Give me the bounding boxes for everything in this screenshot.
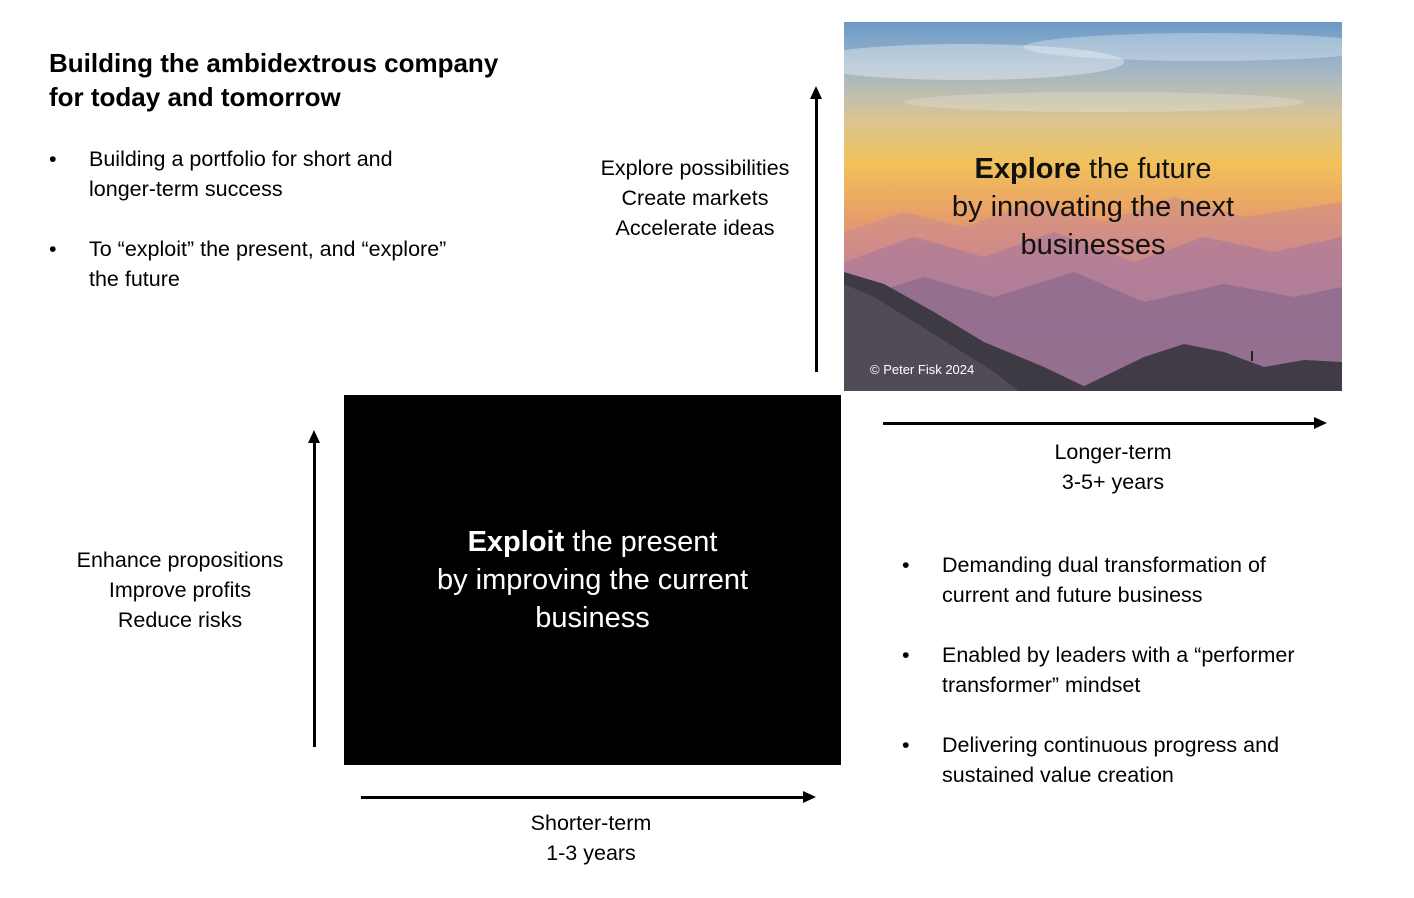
exploit-box-text: Exploit the present by improving the cur… bbox=[344, 523, 841, 637]
bullet-line: the future bbox=[89, 267, 180, 291]
copyright-notice: © Peter Fisk 2024 bbox=[870, 362, 975, 377]
title-line-1: Building the ambidextrous company bbox=[49, 48, 499, 78]
explore-box-text: Explore the future by innovating the nex… bbox=[844, 150, 1342, 264]
bullet-line: transformer” mindset bbox=[942, 673, 1141, 697]
summary-bullet-item: Enabled by leaders with a “performer tra… bbox=[902, 640, 1402, 700]
exploit-quadrant-box bbox=[344, 395, 841, 765]
explore-heading-line: Explore the future bbox=[844, 150, 1342, 188]
summary-bullet-item: Demanding dual transformation of current… bbox=[902, 550, 1402, 610]
exploit-action: Reduce risks bbox=[117, 608, 243, 632]
explore-action: Create markets bbox=[621, 186, 769, 210]
horizon-line: Longer-term bbox=[1054, 440, 1172, 464]
intro-bullet-item: Building a portfolio for short and longe… bbox=[49, 144, 549, 204]
explore-vertical-arrow bbox=[810, 86, 822, 372]
longer-term-arrow bbox=[883, 417, 1327, 429]
mountain-landscape-image bbox=[844, 33, 1342, 391]
explore-action: Accelerate ideas bbox=[615, 216, 775, 240]
explore-heading-rest: the future bbox=[1080, 153, 1212, 185]
explore-subline: by innovating the next bbox=[951, 191, 1235, 223]
exploit-bold-word: Exploit bbox=[467, 526, 565, 558]
explore-bold-word: Explore bbox=[974, 153, 1081, 185]
shorter-term-label: Shorter-term 1-3 years bbox=[471, 808, 711, 868]
longer-term-label: Longer-term 3-5+ years bbox=[993, 437, 1233, 497]
exploit-subline: by improving the current bbox=[436, 564, 749, 596]
explore-subline: businesses bbox=[1020, 229, 1166, 261]
exploit-action: Enhance propositions bbox=[76, 548, 284, 572]
exploit-vertical-arrow bbox=[308, 430, 320, 747]
explore-actions-list: Explore possibilities Create markets Acc… bbox=[575, 153, 815, 243]
summary-bullet-item: Delivering continuous progress and susta… bbox=[902, 730, 1402, 790]
exploit-actions-list: Enhance propositions Improve profits Red… bbox=[55, 545, 305, 635]
horizon-line: 3-5+ years bbox=[1061, 470, 1165, 494]
bullet-line: Building a portfolio for short and bbox=[89, 147, 393, 171]
exploit-heading-rest: the present bbox=[564, 526, 718, 558]
intro-bullet-list: Building a portfolio for short and longe… bbox=[49, 144, 549, 324]
exploit-heading-line: Exploit the present bbox=[344, 523, 841, 561]
bullet-line: To “exploit” the present, and “explore” bbox=[89, 237, 447, 261]
title-line-2: for today and tomorrow bbox=[49, 82, 341, 112]
bullet-line: longer-term success bbox=[89, 177, 283, 201]
bullet-line: sustained value creation bbox=[942, 763, 1174, 787]
exploit-action: Improve profits bbox=[108, 578, 252, 602]
explore-quadrant-image bbox=[844, 22, 1342, 391]
bullet-line: Enabled by leaders with a “performer bbox=[942, 643, 1295, 667]
intro-bullet-item: To “exploit” the present, and “explore” … bbox=[49, 234, 549, 294]
exploit-subline: business bbox=[535, 602, 650, 634]
horizon-line: Shorter-term bbox=[530, 811, 652, 835]
shorter-term-arrow bbox=[361, 791, 816, 803]
horizon-line: 1-3 years bbox=[546, 841, 636, 865]
explore-action: Explore possibilities bbox=[600, 156, 790, 180]
bullet-line: Delivering continuous progress and bbox=[942, 733, 1280, 757]
page-title: Building the ambidextrous company for to… bbox=[49, 46, 569, 114]
bullet-line: current and future business bbox=[942, 583, 1203, 607]
bullet-line: Demanding dual transformation of bbox=[942, 553, 1266, 577]
summary-bullet-list: Demanding dual transformation of current… bbox=[902, 550, 1402, 820]
